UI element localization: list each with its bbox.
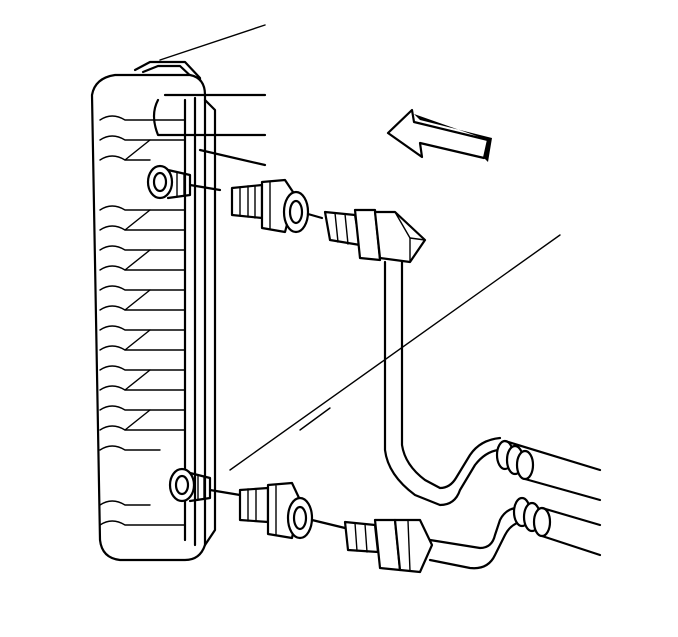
lower-cooler-line-icon <box>343 496 602 574</box>
lower-radiator-port <box>168 467 242 503</box>
radiator-core-tubes <box>152 93 267 167</box>
direction-arrow-icon <box>386 108 492 162</box>
radiator-icon <box>90 60 217 562</box>
background-lines <box>159 24 561 471</box>
upper-cooler-line-icon <box>323 208 602 507</box>
upper-radiator-port <box>146 164 222 200</box>
upper-connector-fitting <box>230 178 324 234</box>
lower-connector-fitting <box>238 481 347 540</box>
